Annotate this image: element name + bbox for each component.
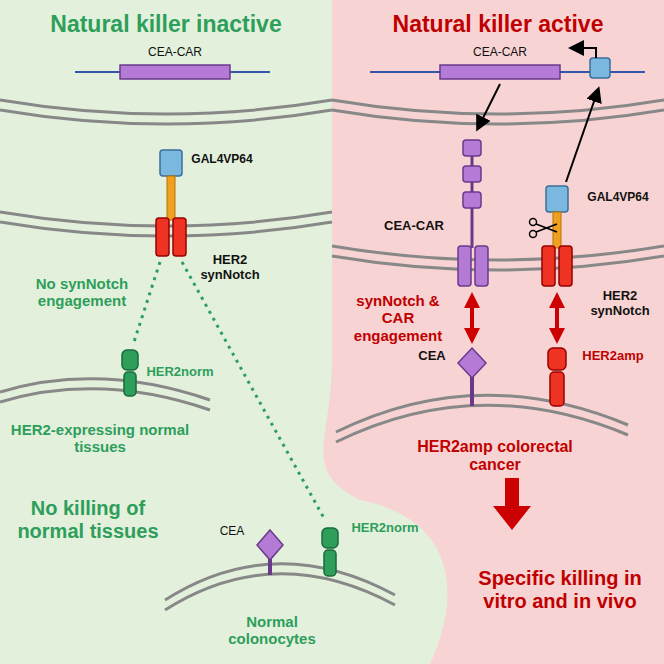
label: GAL4VP64 [182, 153, 262, 167]
label: HER2norm [140, 365, 220, 380]
label: CEA-CAR [455, 46, 545, 60]
label: GAL4VP64 [580, 191, 656, 205]
label: HER2-expressing normal tissues [10, 421, 190, 456]
label: HER2norm [345, 521, 425, 536]
label: CEA [212, 525, 252, 539]
label: synNotch & CAR engagement [343, 292, 453, 344]
panel-title: Natural killer active [348, 11, 648, 37]
label: No killing of normal tissues [13, 497, 163, 543]
label: Normal colonocytes [207, 613, 337, 648]
label: HER2amp [573, 349, 653, 364]
label: Specific killing in vitro and in vivo [470, 567, 650, 613]
label: HER2 synNotch [190, 253, 270, 283]
label: HER2 synNotch [582, 289, 658, 319]
label: CEA-CAR [374, 219, 454, 234]
label: CEA [412, 349, 452, 364]
panel-title: Natural killer inactive [16, 11, 316, 37]
label: CEA-CAR [130, 46, 220, 60]
label: HER2amp colorectal cancer [410, 438, 580, 475]
label: No synNotch engagement [22, 275, 142, 310]
